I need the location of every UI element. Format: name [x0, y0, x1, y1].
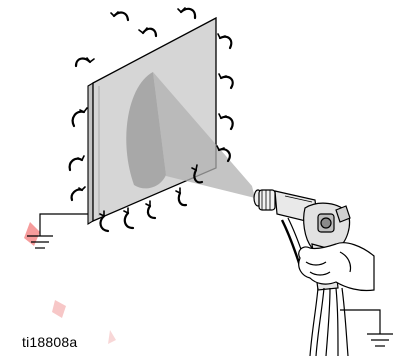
figure-id-label: ti18808a: [22, 334, 77, 350]
curved-arrow-icon: [176, 188, 186, 205]
curved-arrow-icon: [146, 201, 155, 218]
curved-arrow-icon: [219, 114, 233, 129]
curved-arrow-icon: [72, 187, 85, 200]
curved-arrow-icon: [73, 108, 87, 126]
curved-arrow-icon: [178, 8, 195, 18]
curved-arrow-icon: [139, 28, 156, 36]
gun-ground: [340, 310, 393, 346]
ground-symbol-icon: [367, 334, 393, 346]
curved-arrow-icon: [76, 58, 94, 66]
curved-arrow-icon: [70, 156, 84, 170]
curved-arrow-icon: [111, 12, 128, 20]
curved-arrow-icon: [219, 74, 233, 88]
curved-arrow-icon: [124, 208, 133, 228]
curved-arrow-icon: [218, 34, 231, 48]
watermark: [24, 222, 116, 344]
hoses: [310, 288, 348, 356]
